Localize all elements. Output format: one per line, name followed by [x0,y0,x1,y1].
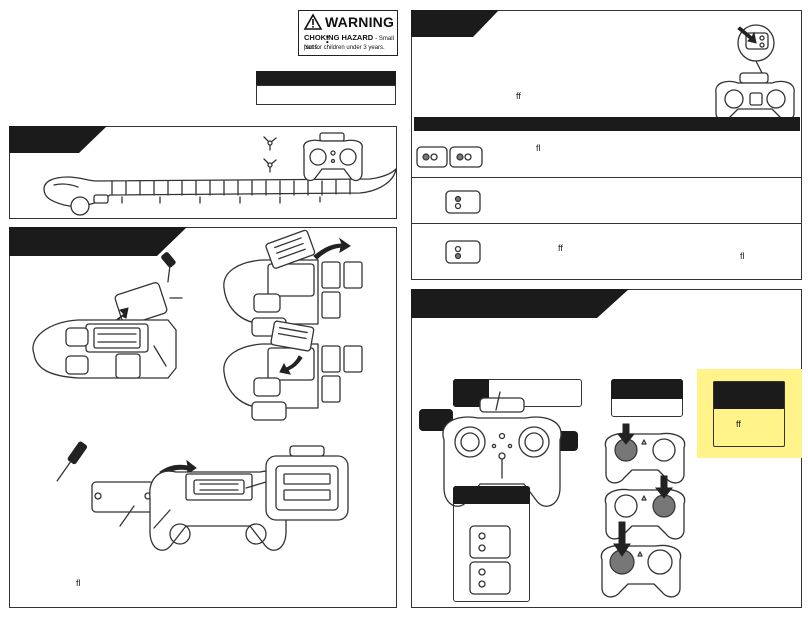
switch-icon-row-2 [445,190,481,214]
controller-main-illustration [442,391,562,507]
controller-left-stick-pressed [604,423,686,484]
charging-header-tab [411,10,499,37]
choking-hazard-warning: WARNING : CHOKING HAZARD - Small parts. … [298,10,398,56]
switch-icon-callout-1 [469,525,511,559]
snake-head-battery-door [32,252,183,379]
fin-icon-bottom [263,158,277,173]
charging-panel: ff fl ff fl [411,10,802,280]
snake-segments [111,179,351,196]
status-header-bar [414,117,800,131]
contents-panel [9,126,397,219]
info-box [256,85,396,105]
mode-box [713,381,785,447]
switch-ligature-text: fl [536,143,541,153]
controller-left-stick-pressed-2 [600,521,682,598]
battery-header-tab [9,227,187,256]
charging-ligature-text: ff [516,91,521,101]
battery-door-open-step [223,229,363,337]
controller-power-switch [715,72,795,122]
row-divider-2 [412,223,801,224]
controller-illustration-small [303,132,363,182]
mode-header-bar [713,381,785,409]
battery-ligature-text: fl [76,578,81,588]
warning-hazard: CHOKING HAZARD - Small parts. [304,33,394,51]
fin-icon-top [263,136,277,151]
status-ligature-ff: ff [558,243,563,253]
controller-battery-door-step [56,441,349,551]
row-divider-1 [412,177,801,178]
warning-triangle-icon [303,13,323,30]
controller-right-stick-pressed [604,475,686,540]
controls-header-tab [411,289,629,318]
info-header-bar [256,71,396,85]
warning-age-note: Not for children under 3 years. [304,45,385,51]
callout-left-tab [419,409,453,431]
battery-installation-panel: fl [9,227,397,608]
switch-pair-icon [416,146,483,168]
warning-title: WARNING : [325,14,395,46]
callout-mini-header [611,379,683,399]
callout-bottom-header [453,486,530,504]
mode-ligature-text: ff [736,419,741,429]
snake-illustration [43,168,397,216]
switch-icon-callout-2 [469,561,511,595]
status-ligature-fl: fl [740,251,745,261]
battery-door-close-step [223,320,363,421]
switch-icon-row-3 [445,240,481,264]
power-switch-zoom [737,24,775,94]
contents-header-tab [9,126,107,153]
